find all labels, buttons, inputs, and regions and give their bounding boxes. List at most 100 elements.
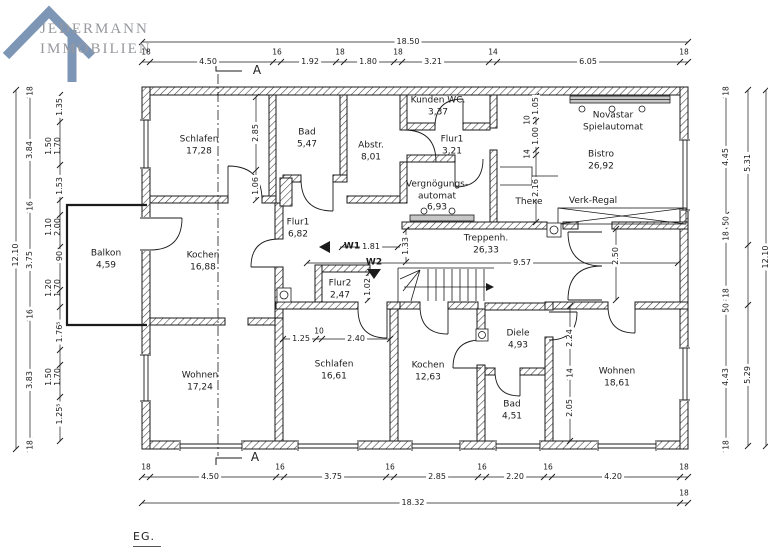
room-name: Verk-Regal [568, 196, 618, 207]
dim-left-inner-0: 1.35 [55, 96, 64, 118]
dim-left-inner-10: 1.50 [44, 368, 53, 386]
room-name: Schlafen [179, 134, 219, 145]
dim-top-8: 14 [488, 47, 498, 57]
section-marker-top: A [252, 63, 262, 77]
room-name: Vergnögungs- [405, 179, 469, 190]
dim-bottom-0: 18 [141, 462, 151, 472]
room-name: Bistro [588, 149, 614, 160]
dim-right-main-3: 18 [721, 229, 731, 243]
room-name: Theke [515, 197, 543, 208]
stairs [397, 267, 494, 302]
dim-wohnen2-0: 2.24 [565, 327, 574, 349]
dim-bottom-8: 16 [543, 462, 553, 472]
dim-bottom-9: 4.20 [602, 472, 624, 481]
logo-line2: IMMOBILIEN [40, 41, 152, 58]
room-area: 18,61 [604, 378, 630, 388]
windows [140, 119, 690, 451]
balcony-parapet [65, 203, 147, 327]
dim-left-inner-11: 1.70 [53, 368, 62, 386]
room-flur1-mid: Flur1 6,82 [287, 217, 310, 240]
dim-bistro-v-0: 1.05 [531, 95, 540, 117]
room-area: 17,24 [187, 382, 213, 392]
room-wohnen-bottomleft: Wohnen 17,24 [182, 370, 219, 393]
dim-schlafen-v-0: 2.85 [251, 122, 260, 144]
dim-right-main-1: 4.45 [721, 146, 730, 168]
room-kunden-wc: Kunden WC. 3,37 [411, 95, 466, 118]
room-name: Novastar [592, 110, 634, 121]
dim-bottom-6: 16 [477, 462, 487, 472]
dim-bistro-v-3: 14 [522, 149, 532, 159]
room-name2: automat [417, 191, 457, 202]
dim-left-inner-2: 1.70 [53, 137, 62, 155]
dim-left-inner-4: 1.10 [44, 218, 53, 236]
dim-top-2: 16 [272, 47, 282, 57]
dim-right-inner-0: 5.31 [743, 152, 752, 174]
room-flur2: Flur2 2,47 [329, 278, 352, 301]
dim-flur-v1: 1.33 [401, 235, 410, 257]
room-area: 26,33 [473, 245, 499, 255]
dim-wohnen2-1: 14 [565, 366, 575, 380]
house-logo-icon [2, 5, 96, 82]
doors [149, 98, 636, 397]
room-name: Schlafen [314, 359, 354, 370]
marker-w1: W1 [343, 241, 361, 252]
logo: JEDERMANN IMMOBILIEN [2, 2, 242, 86]
interior-walls [149, 94, 689, 442]
dim-left-main-4: 16 [25, 307, 35, 321]
room-diele: Diele 4,93 [506, 328, 529, 351]
dim-right-main-6: 4.43 [721, 366, 730, 388]
dim-bistro-v-1: 10 [522, 115, 532, 125]
room-area: 6,82 [287, 229, 309, 239]
dim-top-total: 18.50 [394, 37, 422, 46]
room-name: Flur1 [286, 217, 310, 228]
room-name: Kochen [186, 250, 220, 261]
dim-bottom-end: 18 [679, 488, 689, 498]
room-area: 16,61 [321, 371, 347, 381]
room-bad-bottom: Bad 4,51 [502, 399, 522, 422]
dim-right-main-5: 50 [721, 301, 731, 315]
room-balkon: Balkon 4,59 [91, 248, 121, 271]
fixtures [276, 95, 687, 342]
room-name: Wohnen [598, 366, 636, 377]
dim-bistro-v-2: 1.00 [531, 125, 540, 147]
room-name: Kochen [411, 360, 445, 371]
room-wohnen-bottomright: Wohnen 18,61 [599, 366, 636, 389]
room-flur1-top: Flur1 3,21 [441, 134, 464, 157]
vending-machine [409, 214, 475, 222]
room-bistro: Bistro 26,92 [588, 149, 614, 172]
room-schlafen-top: Schlafen 17,28 [180, 134, 219, 157]
dim-schlafen2-1: 10 [314, 326, 324, 336]
dim-left-inner-1: 1.50 [44, 137, 53, 155]
dim-flur-w1: 1.81 [360, 242, 382, 251]
room-name: Kunden WC. [410, 95, 466, 106]
dim-right-main-2: 50 [721, 214, 731, 228]
shelf-verk-regal [557, 207, 687, 225]
dim-schlafen2-2: 2.40 [345, 334, 367, 343]
dim-bottom-total: 18.32 [399, 498, 427, 507]
logo-line1: JEDERMANN [40, 21, 149, 37]
dim-left-inner-5: 2.00 [53, 218, 62, 236]
room-abstellraum: Abstr. 8,01 [358, 140, 384, 163]
logo-text: JEDERMANN IMMOBILIEN [40, 19, 152, 60]
dim-bottom-3: 3.75 [322, 472, 344, 481]
room-name: Bad [503, 399, 521, 410]
room-area: 16,88 [190, 262, 216, 272]
dim-left-total: 12.10 [11, 241, 20, 269]
room-verk-regal: Verk-Regal [569, 196, 617, 208]
dim-schlafen2-0: 1.25 [290, 334, 312, 343]
room-area: 6,93 [426, 202, 448, 213]
dim-top-5: 1.80 [357, 57, 379, 66]
room-name: Diele [506, 328, 530, 339]
room-area: 4,51 [501, 411, 523, 421]
dim-top-10: 18 [679, 47, 689, 57]
dim-bottom-4: 16 [385, 462, 395, 472]
room-name: Treppenh. [463, 233, 509, 244]
dim-right-main-0: 18 [721, 84, 731, 98]
dim-left-main-6: 18 [25, 438, 35, 452]
dim-top-9: 6.05 [577, 57, 599, 66]
dim-top-3: 1.92 [299, 57, 321, 66]
dim-treppe-len: 9.57 [511, 258, 533, 267]
dim-top-7: 3.21 [422, 57, 444, 66]
dim-left-inner-9: 1.76⁵ [55, 319, 64, 345]
